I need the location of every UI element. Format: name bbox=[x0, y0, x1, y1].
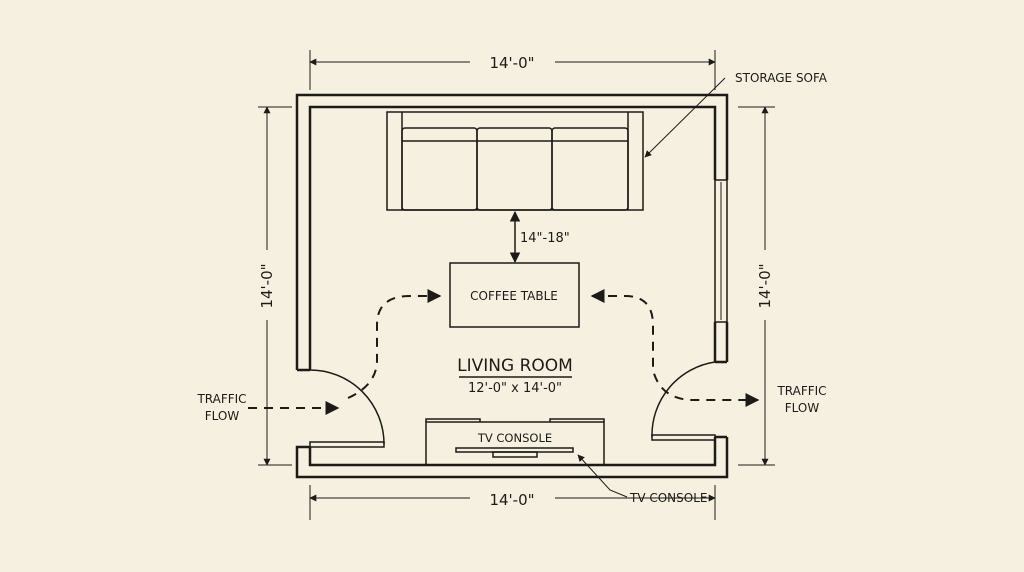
label-traffic-left: TRAFFIC bbox=[196, 392, 246, 406]
tv-callout bbox=[577, 454, 628, 498]
door-swing-left bbox=[309, 369, 385, 445]
tv-console bbox=[425, 418, 605, 466]
traffic-path-left bbox=[347, 289, 442, 399]
label-tv-console-callout: TV CONSOLE bbox=[629, 491, 707, 505]
wall-inner bbox=[308, 105, 717, 467]
dim-right: 14'-0" bbox=[756, 263, 774, 308]
label-clearance: 14"-18" bbox=[520, 231, 570, 246]
door-swing-right bbox=[651, 361, 716, 438]
sofa-callout bbox=[644, 77, 726, 158]
dim-top: 14'-0" bbox=[489, 54, 534, 72]
traffic-path-right bbox=[590, 289, 760, 407]
door-leaf-left bbox=[309, 441, 385, 448]
label-traffic-right: TRAFFIC bbox=[776, 384, 826, 398]
dim-left: 14'-0" bbox=[258, 263, 276, 308]
wall-outer bbox=[295, 93, 729, 479]
label-storage-sofa: STORAGE SOFA bbox=[735, 71, 828, 85]
label-room-name: LIVING ROOM bbox=[457, 356, 573, 376]
label-coffee-table: COFFEE TABLE bbox=[470, 289, 558, 303]
door-leaf-right bbox=[651, 434, 716, 441]
label-room-size: 12'-0" x 14'-0" bbox=[468, 381, 562, 396]
label-flow-left: FLOW bbox=[205, 409, 240, 423]
label-tv-console: TV CONSOLE bbox=[477, 431, 552, 445]
sofa bbox=[386, 111, 644, 211]
label-flow-right: FLOW bbox=[785, 401, 820, 415]
dim-bottom: 14'-0" bbox=[489, 491, 534, 509]
